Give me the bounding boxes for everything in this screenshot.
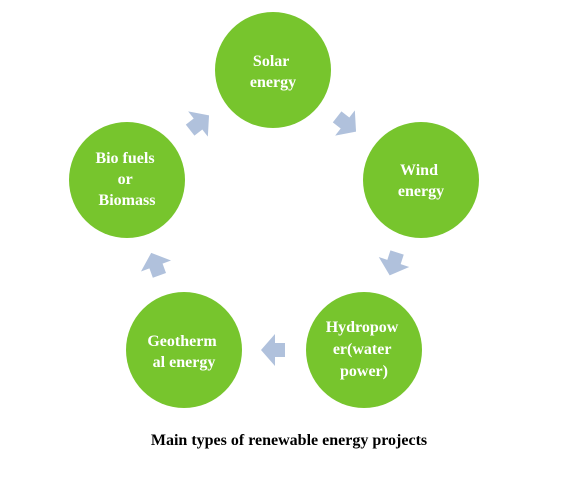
arrow-biofuels-to-solar: [185, 111, 210, 137]
svg-text:Bio fuels or Bioma: Bio fuels or Biomass: [95, 150, 158, 209]
arrow-geothermal-to-biofuels: [140, 252, 172, 278]
arrow-wind-to-hydro: [378, 250, 410, 276]
svg-text:Hydropow er(water: Hydropow er(water power): [326, 319, 403, 380]
node-geothermal-energy: Geotherm al energy: [126, 292, 242, 408]
node-solar-energy: Solar energy: [215, 12, 331, 128]
arrow-solar-to-wind: [332, 110, 357, 136]
svg-text:Solar energy: Solar energy: [250, 53, 296, 91]
node-bio-fuels-or-biomass: Bio fuels or Biomass: [69, 122, 185, 238]
diagram-caption: Main types of renewable energy projects: [150, 432, 428, 449]
svg-text:Wind energy: Wind energy: [398, 162, 444, 200]
node-wind-energy: Wind energy: [363, 122, 479, 238]
arrow-hydro-to-geothermal: [261, 334, 285, 366]
node-hydropower: Hydropow er(water power): [306, 292, 422, 408]
svg-text:Geotherm al energy: Geotherm al energy: [147, 333, 220, 371]
